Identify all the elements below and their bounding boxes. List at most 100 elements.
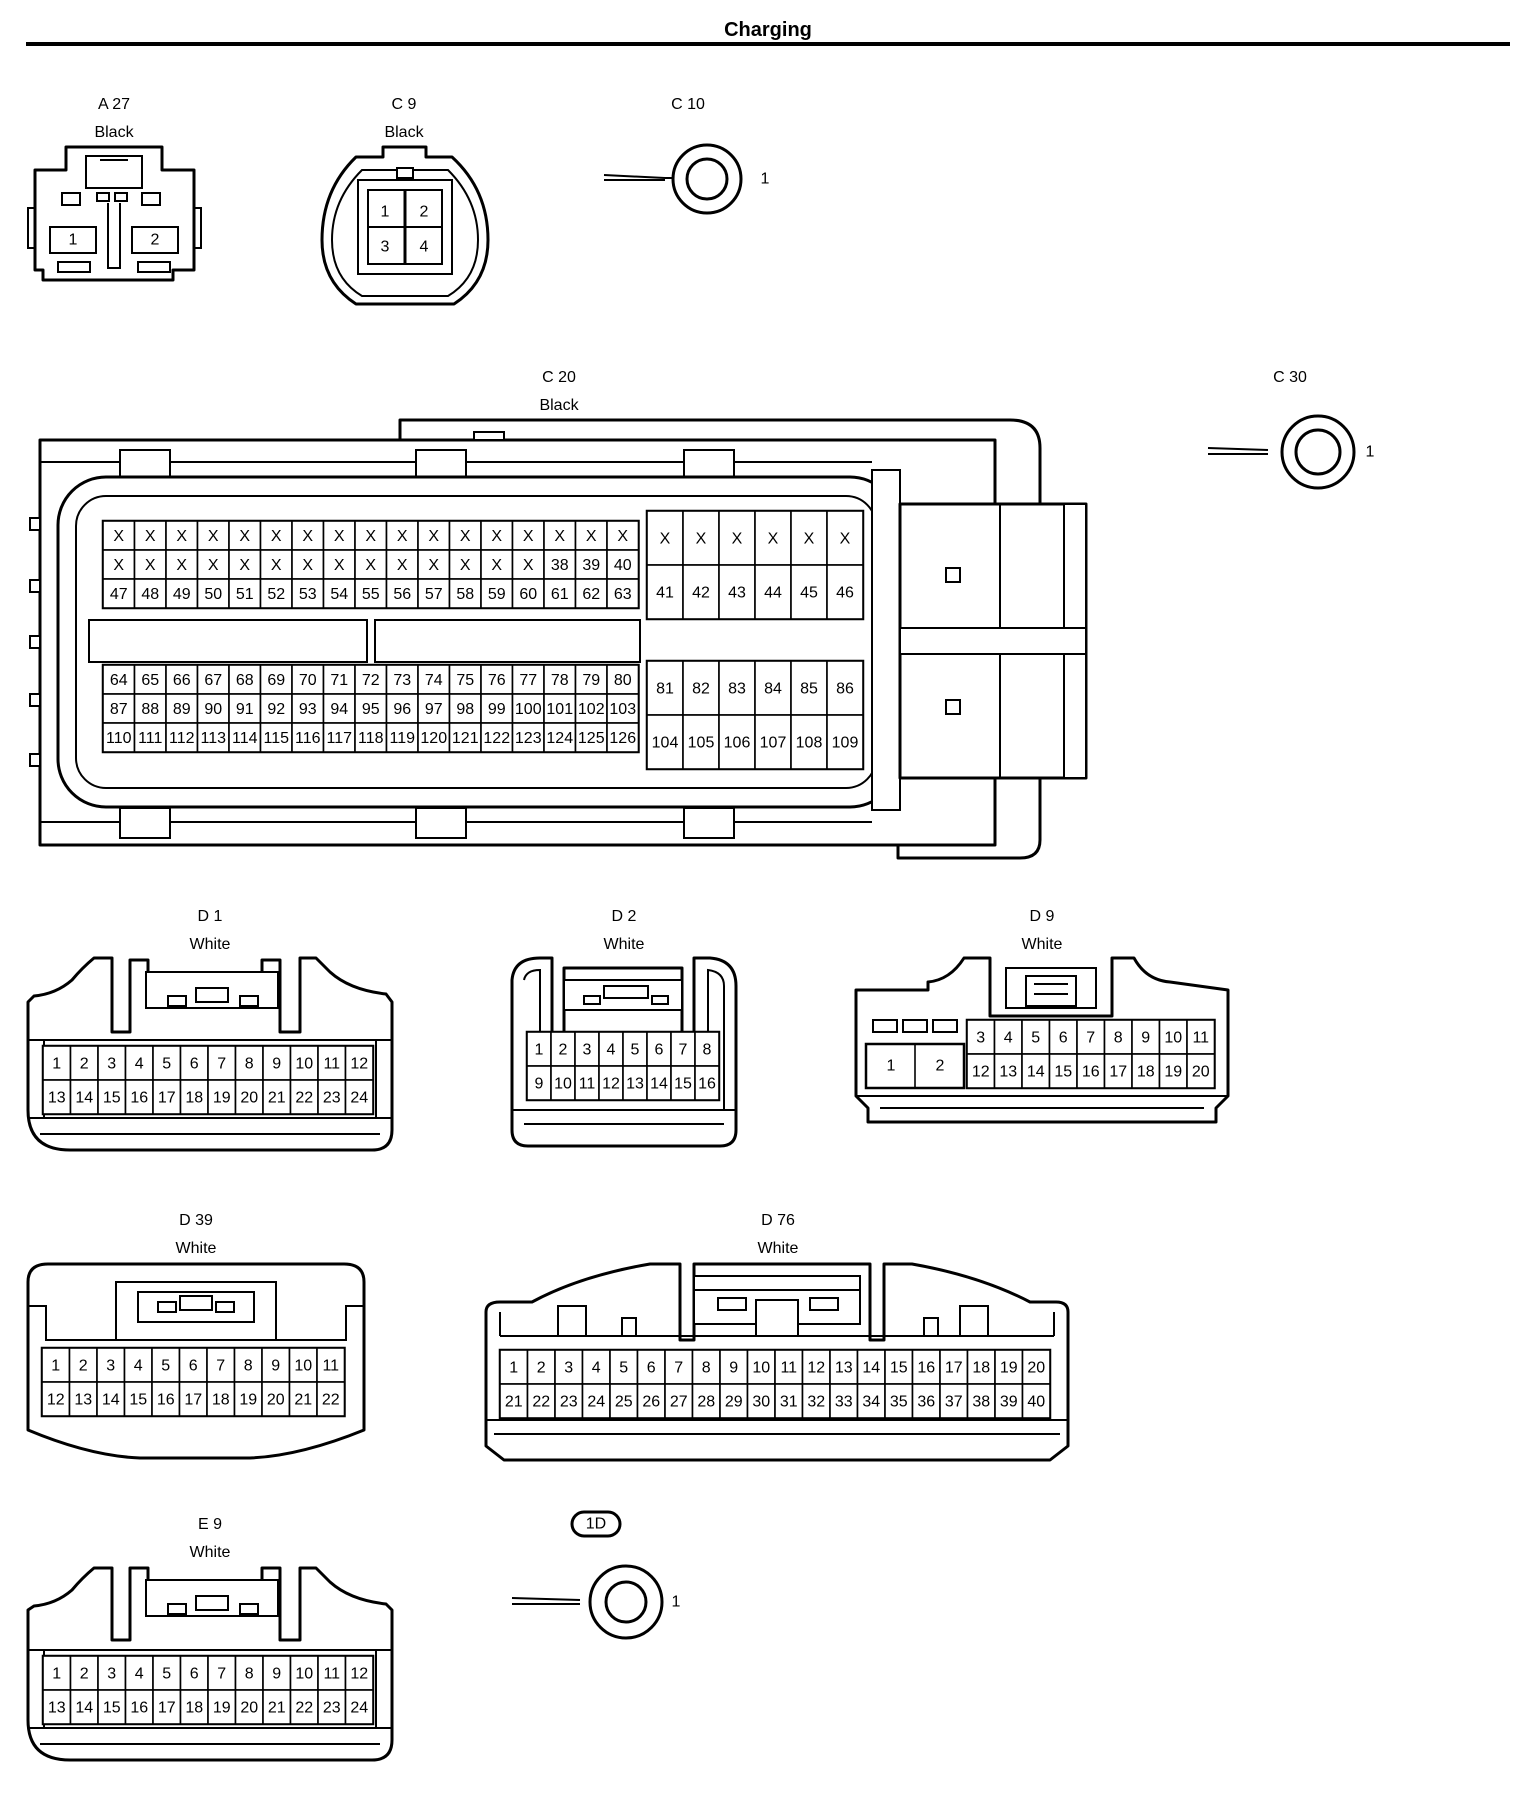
pin-label: 16 [130,1090,148,1107]
pin-label: X [768,531,779,548]
pin-label: 7 [216,1358,225,1375]
pin-cell [574,578,608,609]
pin-cell [354,722,388,753]
pin-label: 121 [452,730,479,747]
pin-label: 17 [1109,1064,1127,1081]
pin-label: X [523,528,534,545]
pin-label: 125 [578,730,605,747]
pin-label: 61 [551,586,569,603]
pin-cell [165,664,199,695]
pin-label: 111 [138,730,162,747]
pin-label: 79 [582,672,600,689]
pin-cell [622,1031,648,1067]
pin-cell [856,1349,886,1385]
pin-label: 8 [244,1358,253,1375]
pin-cell [291,664,325,695]
pin-label: 40 [1027,1394,1045,1411]
pin-cell [124,1045,154,1081]
pin-cell [133,693,167,724]
pin-label: X [428,528,439,545]
pin-label: 6 [190,1666,199,1683]
pin-label: 7 [217,1666,226,1683]
pin-label: 38 [551,557,569,574]
pin-cell [911,1383,941,1419]
pin-cell [262,1689,292,1725]
pin-label: 12 [602,1076,620,1093]
pin-label: 7 [217,1056,226,1073]
pin-cell [606,578,640,609]
pin-cell [124,1689,154,1725]
pin-label: X [302,528,313,545]
pin-label: 13 [74,1392,92,1409]
pin-cell [1048,1053,1078,1089]
pin-label: 39 [1000,1394,1018,1411]
pin-cell [234,1655,264,1691]
pin-cell [165,549,199,580]
pin-label: 23 [323,1090,341,1107]
pin-label: 1 [381,204,390,221]
pin-cell [206,1381,236,1417]
pin-cell [317,1689,347,1725]
pin-cell [385,722,419,753]
pin-cell [42,1079,72,1115]
terminal-c30: C 30 1 [1207,369,1375,490]
pin-label: X [491,528,502,545]
pin-label: X [732,531,743,548]
pin-label: 59 [488,586,506,603]
pin-cell [133,549,167,580]
pin-cell [682,564,720,620]
pin-label: 12 [807,1360,825,1377]
pin-label: 56 [393,586,411,603]
pin-cell [543,578,577,609]
pin-label: 91 [236,701,254,718]
pin-label: 1 [509,1360,518,1377]
pin-label: 88 [141,701,159,718]
pin-label: 2 [420,204,429,221]
pin-cell [234,1689,264,1725]
pin-label: 19 [1164,1064,1182,1081]
pin-cell [354,578,388,609]
pin-label: 69 [267,672,285,689]
pin-cell [598,1065,624,1101]
pin-label: 13 [48,1090,66,1107]
pin-label: X [617,528,628,545]
pin-label: 44 [764,585,782,602]
pin-label: 49 [173,586,191,603]
pin-label: X [113,528,124,545]
pin-label: X [208,557,219,574]
pin-label: 12 [350,1056,368,1073]
pin-label: 20 [240,1700,258,1717]
pin-cell [550,1065,576,1101]
pin-cell [622,1065,648,1101]
pin-label: 24 [350,1090,368,1107]
pin-label: 77 [519,672,537,689]
pin-cell [228,549,262,580]
pin-label: 2 [80,1056,89,1073]
pin-label: 14 [862,1360,880,1377]
pin-cell [259,520,293,551]
pin-cell [1158,1053,1188,1089]
pin-cell [574,1065,600,1101]
pin-cell [165,722,199,753]
pin-label: 82 [692,681,710,698]
pin-label: 18 [1137,1064,1155,1081]
pin-cell [259,578,293,609]
pin-label: 94 [330,701,348,718]
pin-cell [574,722,608,753]
pin-label: 14 [1027,1064,1045,1081]
pin-cell [746,1349,776,1385]
pin-cell [1186,1053,1216,1089]
pin-label: 22 [322,1392,340,1409]
pin-label: 19 [1000,1360,1018,1377]
pin-cell [581,1383,611,1419]
pin-label: X [334,557,345,574]
pin-cell [543,722,577,753]
pin-label: 10 [554,1076,572,1093]
pin-cell [417,520,451,551]
pin-label: 46 [836,585,854,602]
pin-cell [790,510,828,566]
pin-label: 11 [579,1076,596,1093]
pin-cell [152,1689,182,1725]
pin-label: X [208,528,219,545]
pin-cell [317,1655,347,1691]
